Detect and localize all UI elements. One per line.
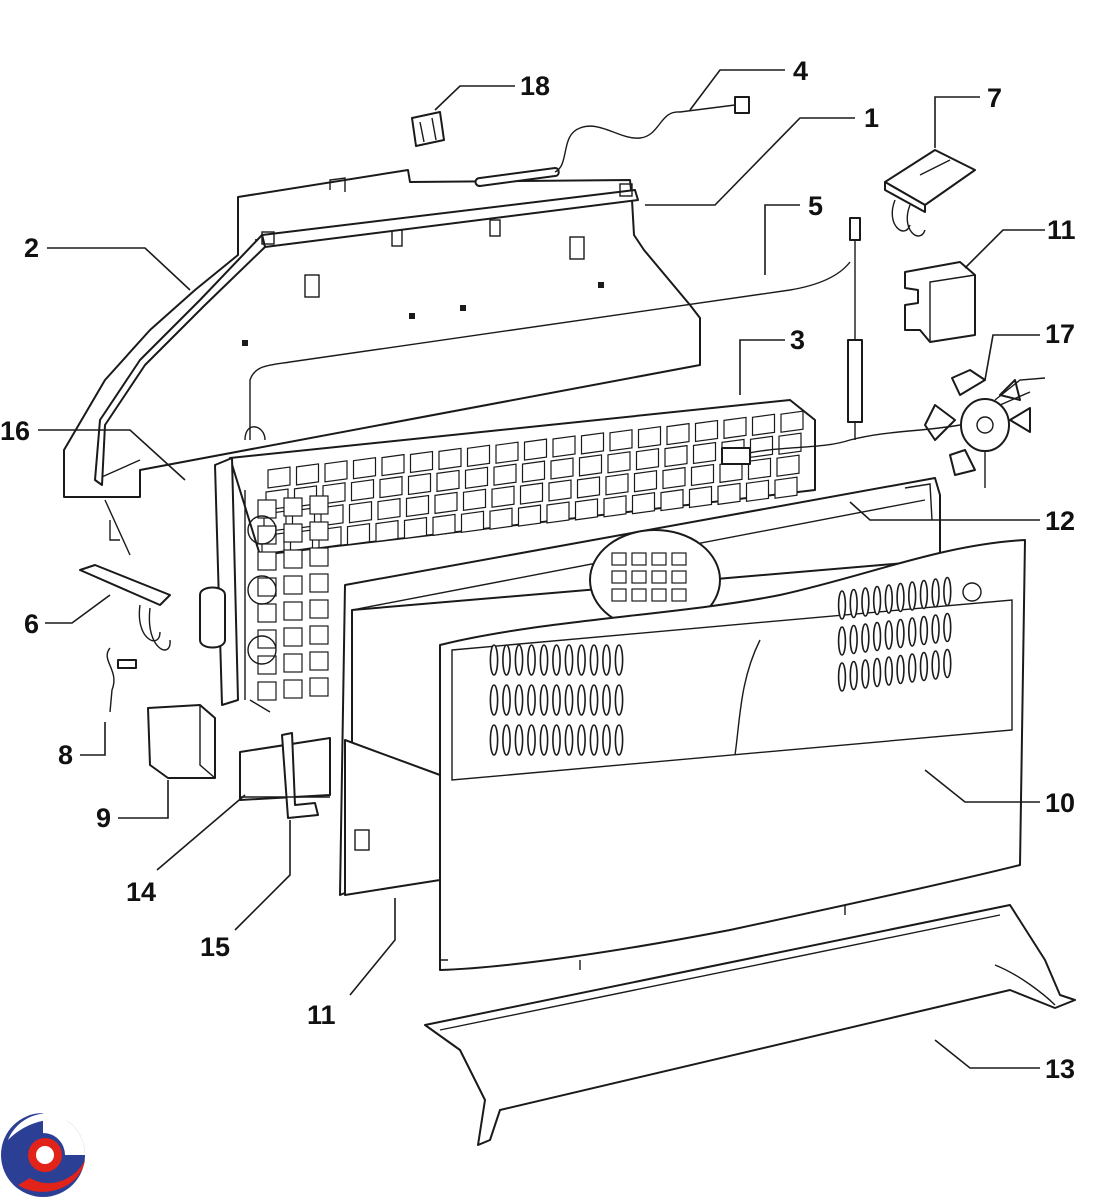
heater-wire-part-5 bbox=[249, 217, 863, 440]
callout-5: 5 bbox=[808, 191, 823, 221]
callout-2: 2 bbox=[24, 233, 39, 263]
sensor-cable-part-4 bbox=[474, 96, 750, 187]
bottom-tray-part-13 bbox=[424, 904, 1076, 1146]
callout-15: 15 bbox=[200, 932, 230, 962]
callout-17: 17 bbox=[1045, 319, 1075, 349]
callout-18: 18 bbox=[520, 71, 550, 101]
callout-1: 1 bbox=[864, 103, 879, 133]
callout-6: 6 bbox=[24, 609, 39, 639]
callout-16: 16 bbox=[0, 416, 30, 446]
cover-part-9 bbox=[147, 704, 216, 779]
callout-labels: 1 2 3 4 5 6 7 8 9 10 11 11 12 13 14 15 1… bbox=[0, 56, 1076, 1084]
callout-11-lower: 11 bbox=[307, 1000, 336, 1030]
brand-swirl-logo bbox=[1, 1113, 85, 1197]
front-frame-part-12 bbox=[339, 477, 941, 896]
callout-12: 12 bbox=[1045, 506, 1075, 536]
rear-cover-part-10 bbox=[439, 539, 1026, 971]
hinge-plate-part-6 bbox=[79, 564, 171, 651]
callout-9: 9 bbox=[96, 803, 111, 833]
frame-rail-part-1 bbox=[94, 183, 639, 486]
callout-8: 8 bbox=[58, 740, 73, 770]
callout-11-upper: 11 bbox=[1047, 215, 1076, 245]
sensor-part-8 bbox=[106, 647, 137, 713]
evaporator-part-3 bbox=[199, 399, 816, 713]
wiring-harness bbox=[721, 424, 961, 465]
bracket-part-7 bbox=[884, 149, 976, 237]
shroud-clip-part-11-upper bbox=[904, 261, 976, 343]
callout-13: 13 bbox=[1045, 1054, 1075, 1084]
callout-7: 7 bbox=[987, 83, 1002, 113]
callout-4: 4 bbox=[793, 56, 808, 86]
clip-part-18 bbox=[411, 111, 445, 147]
side-plate-part-11-lower bbox=[344, 739, 441, 896]
callout-3: 3 bbox=[790, 325, 805, 355]
callout-14: 14 bbox=[126, 877, 156, 907]
callout-10: 10 bbox=[1045, 788, 1075, 818]
fan-motor-part-17 bbox=[924, 369, 1046, 488]
leader-lines bbox=[38, 69, 1045, 1069]
